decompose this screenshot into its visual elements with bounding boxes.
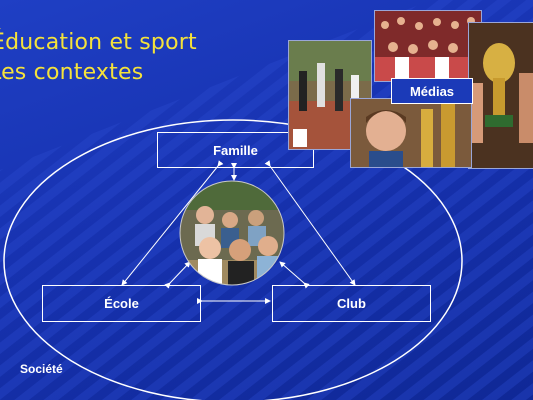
ecole-label: École: [104, 296, 139, 311]
arrow-club-children: [279, 261, 310, 289]
arrow-famille-ecole: [121, 160, 224, 286]
slide-title-line2: Les contextes: [0, 60, 144, 85]
club-label: Club: [337, 296, 366, 311]
medias-label: Médias: [391, 78, 473, 104]
slide-title-line1: Éducation et sport: [0, 30, 197, 55]
trophy-photo: [468, 22, 533, 169]
arrow-ecole-children: [164, 261, 191, 289]
famille-label: Famille: [213, 142, 258, 158]
boy-face-photo: [350, 98, 472, 168]
societe-label: Société: [20, 362, 63, 376]
club-box: Club: [272, 285, 431, 322]
arrow-famille-club: [264, 160, 356, 286]
famille-box: Famille: [157, 132, 314, 168]
stadium-fans-photo: [374, 10, 482, 82]
ecole-box: École: [42, 285, 201, 322]
society-ellipse: [3, 119, 463, 400]
